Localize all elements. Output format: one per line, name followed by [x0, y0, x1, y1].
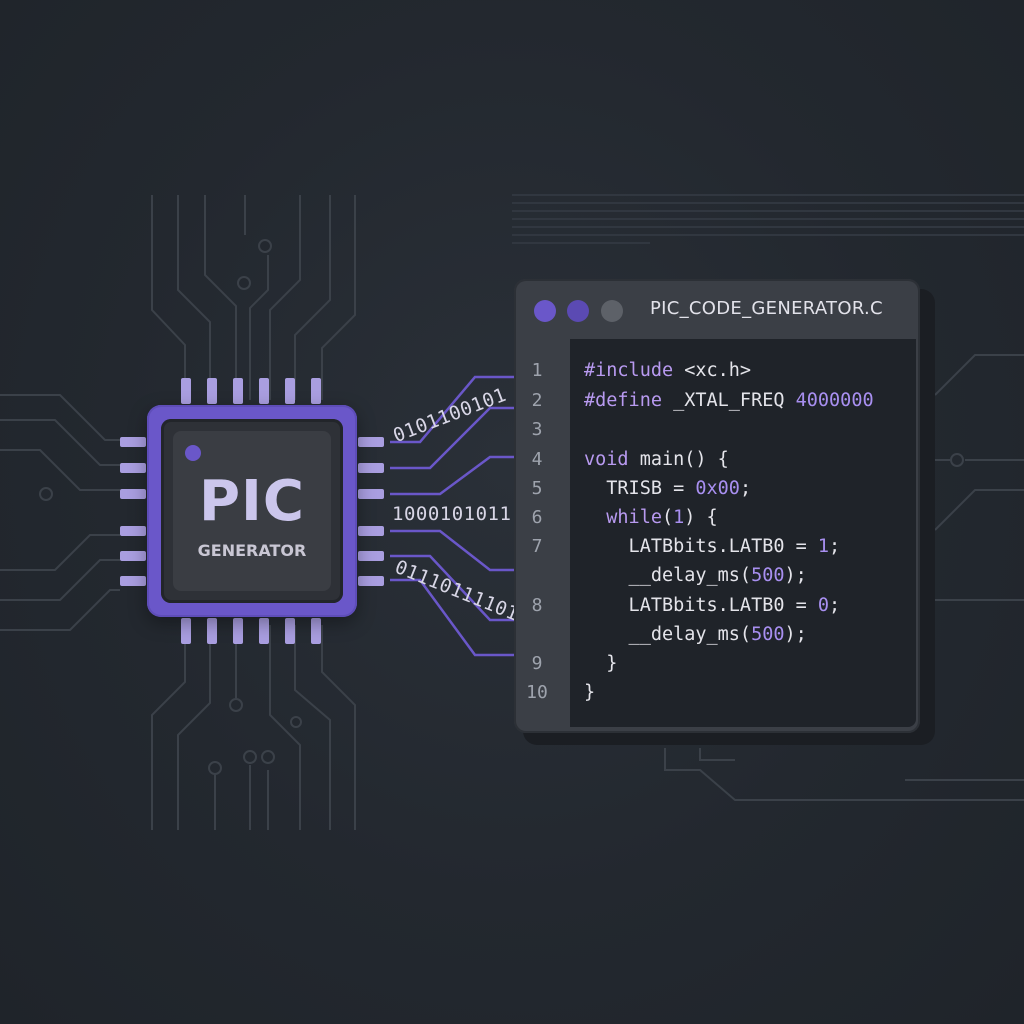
code-token: ; — [829, 536, 841, 557]
code-token: ; — [829, 595, 841, 616]
code-keyword: #define — [584, 390, 662, 411]
line-number: 8 — [531, 595, 543, 616]
code-line: #define _XTAL_FREQ 4000000 — [584, 390, 874, 411]
code-token: } — [584, 653, 618, 674]
line-number: 10 — [526, 682, 548, 703]
line-number: 4 — [531, 449, 543, 470]
code-literal: 4000000 — [795, 390, 874, 411]
line-number: 9 — [531, 653, 543, 674]
line-number: 3 — [531, 419, 543, 440]
code-literal: 0 — [817, 595, 830, 616]
code-token: TRISB = — [584, 478, 696, 499]
pic-chip: PIC GENERATOR — [147, 405, 357, 617]
code-token: main() { — [628, 449, 729, 470]
code-editor-window: PIC_CODE_GENERATOR.C 1 2 3 4 5 6 7 8 9 1… — [514, 279, 920, 733]
code-token: __delay_ms( — [584, 565, 752, 586]
code-line: __delay_ms(500); — [584, 565, 807, 586]
code-token: __delay_ms( — [584, 624, 752, 645]
code-line: LATBbits.LATB0 = 0; — [584, 595, 841, 616]
chip-title: PIC — [199, 469, 305, 534]
code-keyword: void — [584, 449, 629, 470]
code-token: } — [584, 682, 596, 703]
code-line: TRISB = 0x00; — [584, 478, 751, 499]
code-keyword: #include — [584, 360, 674, 381]
code-literal: 500 — [751, 624, 785, 645]
line-number: 6 — [531, 507, 543, 528]
code-line: __delay_ms(500); — [584, 624, 807, 645]
chip-die: PIC GENERATOR — [173, 431, 331, 591]
window-close-button[interactable] — [534, 300, 556, 322]
code-token: _XTAL_FREQ — [661, 390, 796, 411]
code-literal: 1 — [673, 507, 685, 528]
code-line: LATBbits.LATB0 = 1; — [584, 536, 841, 557]
code-line: } — [584, 682, 595, 703]
line-number: 1 — [531, 360, 543, 381]
code-keyword: while — [606, 507, 662, 528]
code-token: ); — [784, 565, 807, 586]
line-number: 7 — [531, 536, 543, 557]
binary-stream-middle: 1000101011 — [392, 503, 512, 525]
code-token: LATBbits.LATB0 = — [584, 595, 818, 616]
line-number: 2 — [531, 390, 543, 411]
code-literal: 500 — [751, 565, 785, 586]
chip-subtitle: GENERATOR — [197, 541, 307, 560]
line-number-gutter: 1 2 3 4 5 6 7 8 9 10 — [514, 339, 570, 733]
code-token: <xc.h> — [673, 360, 752, 381]
chip-orientation-dot — [185, 445, 201, 461]
code-token: ; — [739, 478, 752, 499]
code-token — [584, 507, 606, 528]
code-token: ); — [784, 624, 807, 645]
code-token: ) { — [684, 507, 718, 528]
code-literal: 1 — [817, 536, 830, 557]
code-token: ( — [661, 507, 674, 528]
code-line: void main() { — [584, 449, 729, 470]
window-maximize-button[interactable] — [601, 300, 623, 322]
line-number: 5 — [531, 478, 543, 499]
window-title: PIC_CODE_GENERATOR.C — [650, 298, 883, 319]
code-area[interactable] — [570, 339, 916, 727]
chip-package: PIC GENERATOR — [161, 419, 343, 603]
code-line: while(1) { — [584, 507, 718, 528]
code-line: } — [584, 653, 617, 674]
window-minimize-button[interactable] — [567, 300, 589, 322]
code-token: LATBbits.LATB0 = — [584, 536, 818, 557]
code-line: #include <xc.h> — [584, 360, 751, 381]
code-literal: 0x00 — [695, 478, 740, 499]
